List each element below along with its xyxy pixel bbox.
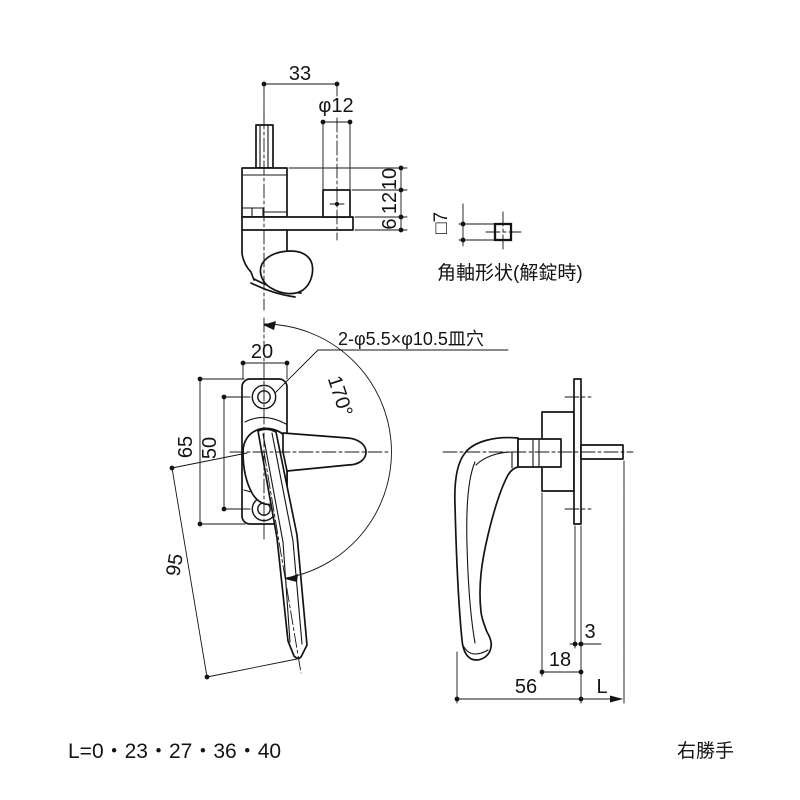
note-shaft-lengths: L=0・23・27・36・40 xyxy=(68,740,281,763)
dim-square7: □7 xyxy=(431,212,452,234)
flange-side xyxy=(573,378,582,525)
dim-10: 10 xyxy=(379,168,401,190)
top-view: 33 φ12 10 12 6 xyxy=(241,63,408,311)
grip-knob-top-view xyxy=(259,250,314,295)
dim-20: 20 xyxy=(251,341,273,363)
dim-65: 65 xyxy=(175,436,197,458)
dim-6: 6 xyxy=(379,218,401,229)
grip-top-view xyxy=(241,229,255,281)
shaft-caption: 角軸形状(解錠時) xyxy=(437,262,583,284)
dim-12: 12 xyxy=(379,192,401,214)
dim-56: 56 xyxy=(515,676,537,698)
front-view: 170° 2-φ5.5×φ10.5皿穴 20 65 50 95 xyxy=(162,317,509,680)
dim-L: L xyxy=(596,676,607,698)
grip-side-view xyxy=(453,436,519,661)
dim-170deg: 170° xyxy=(323,373,357,419)
dim-18: 18 xyxy=(549,649,571,671)
side-view: 3 18 56 L xyxy=(442,378,634,704)
note-handing: 右勝手 xyxy=(677,740,734,762)
handle-body-top xyxy=(241,167,288,218)
dim-95: 95 xyxy=(162,552,188,578)
note-countersunk-holes: 2-φ5.5×φ10.5皿穴 xyxy=(338,329,484,349)
dim-33: 33 xyxy=(289,63,311,85)
square-spindle-top xyxy=(255,124,274,169)
arm-plate-top xyxy=(241,216,354,231)
dim-3: 3 xyxy=(584,621,595,643)
dim-phi12: φ12 xyxy=(318,95,353,117)
swing-arc xyxy=(263,323,392,579)
dim-50: 50 xyxy=(199,437,221,459)
shaft-detail: □7 角軸形状(解錠時) xyxy=(431,203,583,284)
lever-locked-position xyxy=(257,428,308,660)
